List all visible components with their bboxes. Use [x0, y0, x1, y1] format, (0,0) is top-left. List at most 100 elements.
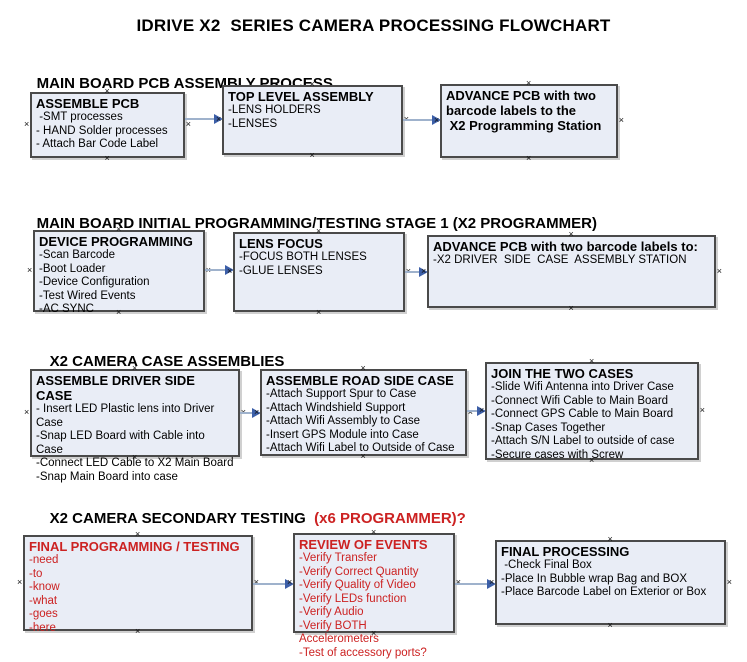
- anchor-mark: ×: [24, 407, 30, 417]
- box-title: JOIN THE TWO CASES: [491, 366, 634, 381]
- box-item: -Scan Barcode: [39, 249, 116, 261]
- box-item: -LENS HOLDERS: [228, 104, 321, 116]
- box-item: -Insert GPS Module into Case: [266, 428, 419, 441]
- arrow-head-icon: [432, 115, 441, 125]
- anchor-mark: ×: [699, 405, 705, 415]
- section-heading-text: X2 CAMERA SECONDARY TESTING: [49, 510, 310, 527]
- anchor-mark: ×: [568, 303, 574, 313]
- box-item: -Snap LED Board with Cable into Case: [36, 430, 208, 456]
- arrow-head-icon: [252, 408, 261, 418]
- section-heading-case-assemblies: X2 CAMERA CASE ASSEMBLIES: [33, 336, 285, 387]
- box-title: FINAL PROGRAMMING / TESTING: [29, 539, 240, 554]
- box-lens-focus[interactable]: LENS FOCUS -FOCUS BOTH LENSES-GLUE LENSE…: [227, 227, 411, 317]
- flow-arrow[interactable]: [467, 406, 486, 416]
- anchor-mark: ×: [589, 356, 595, 366]
- box-item: -to: [29, 567, 43, 580]
- arrow-line: [403, 119, 434, 121]
- box-final-processing[interactable]: FINAL PROCESSING -Check Final Box-Place …: [489, 535, 732, 630]
- anchor-mark: ×: [526, 78, 532, 88]
- box-item: -Attach Wifi Assembly to Case: [266, 415, 421, 427]
- box-item: -know: [29, 581, 60, 593]
- anchor-mark: ×: [104, 153, 110, 163]
- arrow-head-icon: [419, 267, 428, 277]
- flow-arrow[interactable]: [185, 114, 223, 124]
- box-item: -Place In Bubble wrap Bag and BOX: [501, 572, 688, 585]
- box-item: -Test Wired Events: [39, 289, 136, 302]
- box-item: -here: [29, 621, 56, 634]
- box-title: ADVANCE PCB with two barcode labels to:: [433, 239, 698, 254]
- anchor-mark: ×: [309, 150, 315, 160]
- flow-arrow[interactable]: [240, 408, 261, 418]
- box-item: -Place Barcode Label on Exterior or Box: [501, 586, 707, 598]
- box-item: -Attach Support Spur to Case: [266, 388, 417, 400]
- arrow-line: [467, 410, 479, 412]
- box-item: -Attach Windshield Support: [266, 401, 406, 414]
- box-device-programming[interactable]: DEVICE PROGRAMMING -Scan Barcode-Boot Lo…: [27, 225, 211, 317]
- anchor-mark: ×: [24, 119, 30, 129]
- box-title: FINAL PROCESSING: [501, 544, 630, 559]
- arrow-head-icon: [214, 114, 223, 124]
- box-review-of-events[interactable]: REVIEW OF EVENTS -Verify Transfer-Verify…: [287, 528, 461, 659]
- flow-arrow[interactable]: [405, 267, 428, 277]
- box-items: -Attach Support Spur to Case-Attach Wind…: [266, 388, 461, 456]
- box-title: TOP LEVEL ASSEMBLY: [228, 89, 374, 104]
- box-assemble-road-side-case[interactable]: ASSEMBLE ROAD SIDE CASE -Attach Support …: [254, 364, 473, 461]
- box-item: -Verify Correct Quantity: [299, 565, 419, 578]
- arrow-line: [205, 269, 227, 271]
- box-item: -Device Configuration: [39, 276, 150, 288]
- box-item: - Attach Bar Code Label: [36, 138, 159, 150]
- box-item: - Insert LED Plastic lens into Driver Ca…: [36, 403, 218, 429]
- box-final-programming-testing[interactable]: FINAL PROGRAMMING / TESTING -need-to-kno…: [17, 530, 259, 636]
- flow-arrow[interactable]: [205, 265, 234, 275]
- box-items: -need-to-know-what-goes-here: [29, 554, 247, 635]
- arrow-line: [405, 271, 421, 273]
- section-heading-text: MAIN BOARD INITIAL PROGRAMMING/TESTING S…: [36, 215, 597, 232]
- anchor-mark: ×: [618, 115, 624, 125]
- box-item: -Attach S/N Label to outside of case: [491, 435, 675, 447]
- box-item: -Verify LEDs function: [299, 592, 407, 605]
- flow-arrow[interactable]: [403, 115, 441, 125]
- box-item: -SMT processes: [36, 111, 123, 123]
- arrow-line: [455, 583, 489, 585]
- box-title: ADVANCE PCB with two barcode labels to t…: [446, 88, 602, 133]
- section-heading-text: X2 CAMERA CASE ASSEMBLIES: [49, 353, 285, 370]
- box-items: -LENS HOLDERS-LENSES: [228, 104, 397, 131]
- box-join-the-two-cases[interactable]: JOIN THE TWO CASES -Slide Wifi Antenna i…: [479, 357, 705, 465]
- anchor-mark: ×: [607, 534, 613, 544]
- box-item: -Verify Transfer: [299, 552, 377, 564]
- box-item: -Attach Wifi Label to Outside of Case: [266, 442, 455, 454]
- anchor-mark: ×: [360, 363, 366, 373]
- box-title: ASSEMBLE PCB: [36, 96, 140, 111]
- box-item: -goes: [29, 608, 58, 620]
- box-item: -what: [29, 594, 58, 607]
- anchor-mark: ×: [607, 620, 613, 630]
- box-assemble-driver-side-case[interactable]: ASSEMBLE DRIVER SIDE CASE - Insert LED P…: [24, 364, 246, 483]
- flow-arrow[interactable]: [455, 579, 496, 589]
- box-item: -need: [29, 554, 59, 566]
- box-items: -X2 DRIVER SIDE CASE ASSEMBLY STATION: [433, 254, 710, 268]
- box-advance-pcb-programming-station[interactable]: ADVANCE PCB with two barcode labels to t…: [434, 79, 624, 163]
- anchor-mark: ×: [726, 576, 732, 587]
- arrow-head-icon: [477, 406, 486, 416]
- box-item: -FOCUS BOTH LENSES: [239, 251, 367, 263]
- box-assemble-pcb[interactable]: ASSEMBLE PCB -SMT processes- HAND Solder…: [24, 87, 191, 163]
- box-item: -Boot Loader: [39, 262, 106, 275]
- box-item: -Verify BOTH Accelerometers: [299, 619, 379, 646]
- box-title: LENS FOCUS: [239, 236, 323, 251]
- flow-arrow[interactable]: [253, 579, 294, 589]
- box-advance-pcb-driver-side-station[interactable]: ADVANCE PCB with two barcode labels to: …: [421, 230, 722, 313]
- box-items: -SMT processes- HAND Solder processes- A…: [36, 111, 179, 152]
- box-title: DEVICE PROGRAMMING: [39, 234, 193, 249]
- box-item: -GLUE LENSES: [239, 264, 323, 277]
- box-items: -Check Final Box-Place In Bubble wrap Ba…: [501, 559, 720, 600]
- box-item: -Secure cases with Screw: [491, 448, 624, 461]
- box-top-level-assembly[interactable]: TOP LEVEL ASSEMBLY -LENS HOLDERS-LENSES …: [216, 80, 409, 160]
- arrow-line: [253, 583, 287, 585]
- arrow-head-icon: [225, 265, 234, 275]
- box-title: ASSEMBLE ROAD SIDE CASE: [266, 373, 454, 388]
- section-heading-red-note: (x6 PROGRAMMER)?: [309, 510, 466, 527]
- arrow-line: [185, 118, 216, 120]
- box-item: -LENSES: [228, 117, 278, 130]
- box-items: - Insert LED Plastic lens into Driver Ca…: [36, 403, 234, 484]
